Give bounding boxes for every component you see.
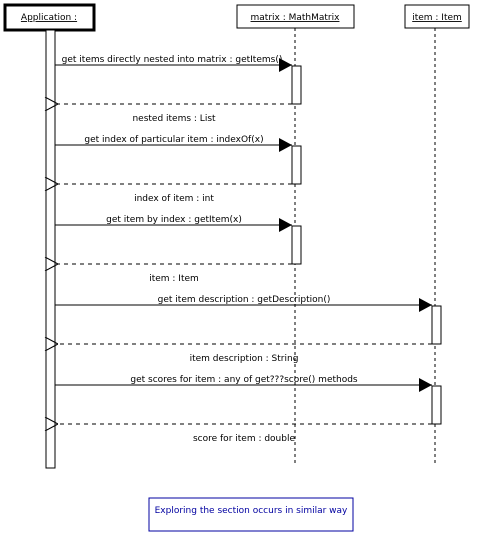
activation-item-2 (431, 385, 442, 425)
reply-label: item description : String (190, 354, 299, 364)
activation-matrix-3 (291, 225, 302, 265)
message-3: get item by index : getItem(x) item : It… (55, 215, 292, 284)
participant-item-label: item : Item (412, 13, 462, 23)
message-5: get scores for item : any of get???score… (55, 375, 432, 444)
message-2: get index of particular item : indexOf(x… (55, 135, 292, 204)
note-text: Exploring the section occurs in similar … (155, 506, 348, 516)
participant-item: item : Item (404, 4, 470, 29)
reply-label: nested items : List (132, 114, 216, 124)
call-label: get index of particular item : indexOf(x… (84, 135, 263, 145)
reply-label: score for item : double (193, 434, 296, 444)
call-label: get items directly nested into matrix : … (62, 55, 283, 65)
participant-application-label: Application : (21, 13, 77, 23)
message-1: get items directly nested into matrix : … (55, 55, 292, 124)
call-label: get item description : getDescription() (158, 295, 331, 305)
activation-item-1 (431, 305, 442, 345)
participant-matrix-label: matrix : MathMatrix (251, 13, 341, 23)
message-4: get item description : getDescription() … (55, 295, 432, 364)
call-label: get item by index : getItem(x) (106, 215, 242, 225)
note: Exploring the section occurs in similar … (148, 497, 354, 532)
activation-matrix-2 (291, 145, 302, 185)
participant-application: Application : (3, 3, 96, 32)
reply-label: item : Item (149, 274, 199, 284)
call-label: get scores for item : any of get???score… (130, 375, 358, 385)
activation-application (45, 29, 56, 469)
participant-matrix: matrix : MathMatrix (236, 4, 355, 29)
note-box (148, 497, 354, 532)
activation-matrix-1 (291, 65, 302, 105)
reply-label: index of item : int (134, 194, 214, 204)
